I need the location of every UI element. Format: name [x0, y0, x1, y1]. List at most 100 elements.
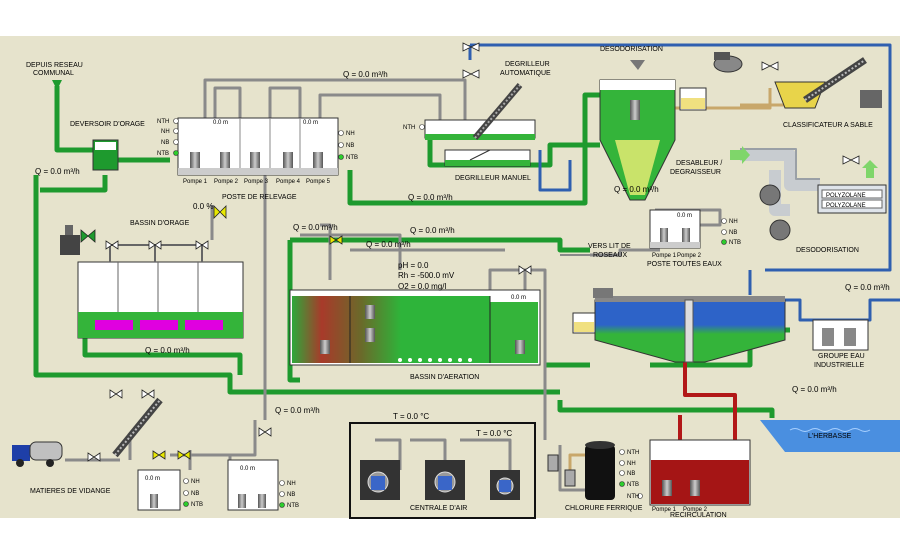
- depuis-reseau-label: DEPUIS RESEAU: [26, 62, 83, 69]
- nh-label: NH: [627, 461, 636, 467]
- valve[interactable]: [201, 240, 209, 250]
- poste-toutes-eaux-label: POSTE TOUTES EAUX: [647, 261, 722, 268]
- nth-label: NTH: [627, 494, 639, 500]
- pump-5-label: Pompe 5: [306, 179, 331, 185]
- nth-label: NTH: [627, 450, 639, 456]
- relevage-level-1: 0.0 m: [213, 120, 228, 126]
- valve[interactable]: [93, 452, 101, 462]
- rec-pump-2-label: Pompe 2: [683, 507, 708, 513]
- pump-3-label: Pompe 3: [244, 179, 269, 185]
- valve[interactable]: [470, 42, 480, 52]
- valve[interactable]: [462, 69, 472, 79]
- flow-dessableur: Q = 0.0 m³/h: [614, 185, 659, 194]
- air-ducts: [740, 149, 820, 216]
- relevage-level-2: 0.0 m: [303, 120, 318, 126]
- valve[interactable]: [518, 265, 526, 275]
- vidange-level-1: 0.0 m: [145, 476, 160, 482]
- flow-herbasse: Q = 0.0 m³/h: [792, 385, 837, 394]
- temp-reading-2: T = 0.0 °C: [476, 429, 512, 438]
- pte-pump-2-label: Pompe 2: [677, 253, 702, 259]
- valve[interactable]: [111, 240, 119, 250]
- nth-label: NTH: [157, 119, 169, 125]
- vers-lit-label-2: ROSEAUX: [593, 252, 628, 259]
- valve[interactable]: [850, 155, 860, 165]
- nh-label: NH: [161, 129, 170, 135]
- valve[interactable]: [148, 240, 156, 250]
- poste-toutes-eaux-tank: [649, 209, 701, 249]
- chlorure-ferrique-label: CHLORURE FERRIQUE: [565, 505, 643, 512]
- valve[interactable]: [152, 450, 160, 460]
- valve[interactable]: [141, 389, 149, 399]
- flow-deversoir: Q = 0.0 m³/h: [35, 167, 80, 176]
- valve[interactable]: [183, 450, 191, 460]
- valve[interactable]: [335, 235, 343, 245]
- pump-4-label: Pompe 4: [276, 179, 301, 185]
- valve[interactable]: [154, 240, 162, 250]
- valve[interactable]: [264, 427, 272, 437]
- valve[interactable]: [109, 389, 117, 399]
- plant-labels: DEPUIS RESEAU COMMUNAL DEVERSOIR D'ORAGE…: [26, 46, 873, 519]
- vidange-level-2: 0.0 m: [240, 466, 255, 472]
- nb-label: NB: [191, 491, 199, 497]
- aer-level: 0.0 m: [511, 295, 526, 301]
- flow-relevage-out: Q = 0.0 m³/h: [408, 193, 453, 202]
- groupe-eau-label-1: GROUPE EAU: [818, 353, 865, 360]
- valve[interactable]: [761, 61, 771, 71]
- valve[interactable]: [87, 452, 95, 462]
- desodorisation-right-label: DESODORISATION: [796, 247, 859, 254]
- groupe-eau-industrielle: [812, 319, 869, 351]
- flow-vidange: Q = 0.0 m³/h: [275, 406, 320, 415]
- nb-label: NB: [346, 143, 354, 149]
- clarificateur-tank: [572, 288, 786, 363]
- valve[interactable]: [195, 240, 203, 250]
- nb-label: NB: [729, 230, 737, 236]
- valve[interactable]: [115, 389, 123, 399]
- flow-aer-3: Q = 0.0 m³/h: [366, 240, 411, 249]
- valve[interactable]: [105, 240, 113, 250]
- nh-label: NH: [191, 479, 200, 485]
- degrilleur-manuel-label: DEGRILLEUR MANUEL: [455, 175, 531, 182]
- valve[interactable]: [219, 205, 227, 219]
- valve[interactable]: [177, 450, 185, 460]
- classificateur-label: CLASSIFICATEUR A SABLE: [783, 122, 873, 129]
- chlorure-ferrique-tank: [547, 441, 615, 500]
- centrale-air-label: CENTRALE D'AIR: [410, 505, 467, 512]
- air-duct-outline: [740, 148, 820, 180]
- valve[interactable]: [769, 61, 779, 71]
- bassin-orage-tank: [60, 225, 244, 339]
- valve[interactable]: [80, 229, 89, 243]
- degrilleur-auto-label-1: DEGRILLEUR: [505, 61, 550, 68]
- nb-label: NB: [627, 471, 635, 477]
- pump-1-label: Pompe 1: [183, 179, 208, 185]
- o2-reading: O2 = 0.0 mg/l: [398, 282, 446, 291]
- dessableur-label-2: DEGRAISSEUR: [670, 169, 721, 176]
- valve[interactable]: [213, 205, 221, 219]
- valve[interactable]: [470, 69, 480, 79]
- valve[interactable]: [329, 235, 337, 245]
- relevage-pumps: [190, 152, 323, 168]
- valve[interactable]: [147, 389, 155, 399]
- valve[interactable]: [258, 427, 266, 437]
- bassin-aeration-label: BASSIN D'AERATION: [410, 374, 479, 381]
- dessableur-label-1: DESABLEUR /: [676, 160, 722, 167]
- ntb-label: NTB: [287, 503, 299, 509]
- centrale-air: [349, 422, 536, 519]
- valve[interactable]: [87, 229, 96, 243]
- desodorisation-top-label: DESODORISATION: [600, 46, 663, 53]
- valve[interactable]: [158, 450, 166, 460]
- desodorisation-unit: [730, 146, 887, 241]
- deversoir-orage: [52, 80, 119, 171]
- valve[interactable]: [524, 265, 532, 275]
- classificateur-unit: [713, 52, 882, 109]
- rec-pump-1-label: Pompe 1: [652, 507, 677, 513]
- valve[interactable]: [462, 42, 472, 52]
- flow-bassin-orage: Q = 0.0 m³/h: [145, 346, 190, 355]
- level-labels: NTH NH NB NTB NH NB NTB NTH NH NB NTB NT…: [157, 119, 741, 509]
- recirculation-label: RECIRCULATION: [670, 512, 727, 519]
- matieres-vidange: [12, 397, 279, 511]
- valve-percent: 0.0 %: [193, 202, 213, 211]
- pte-pump-1-label: Pompe 1: [652, 253, 677, 259]
- communal-label: COMMUNAL: [33, 70, 74, 77]
- valve[interactable]: [842, 155, 852, 165]
- ph-reading: pH = 0.0: [398, 261, 429, 270]
